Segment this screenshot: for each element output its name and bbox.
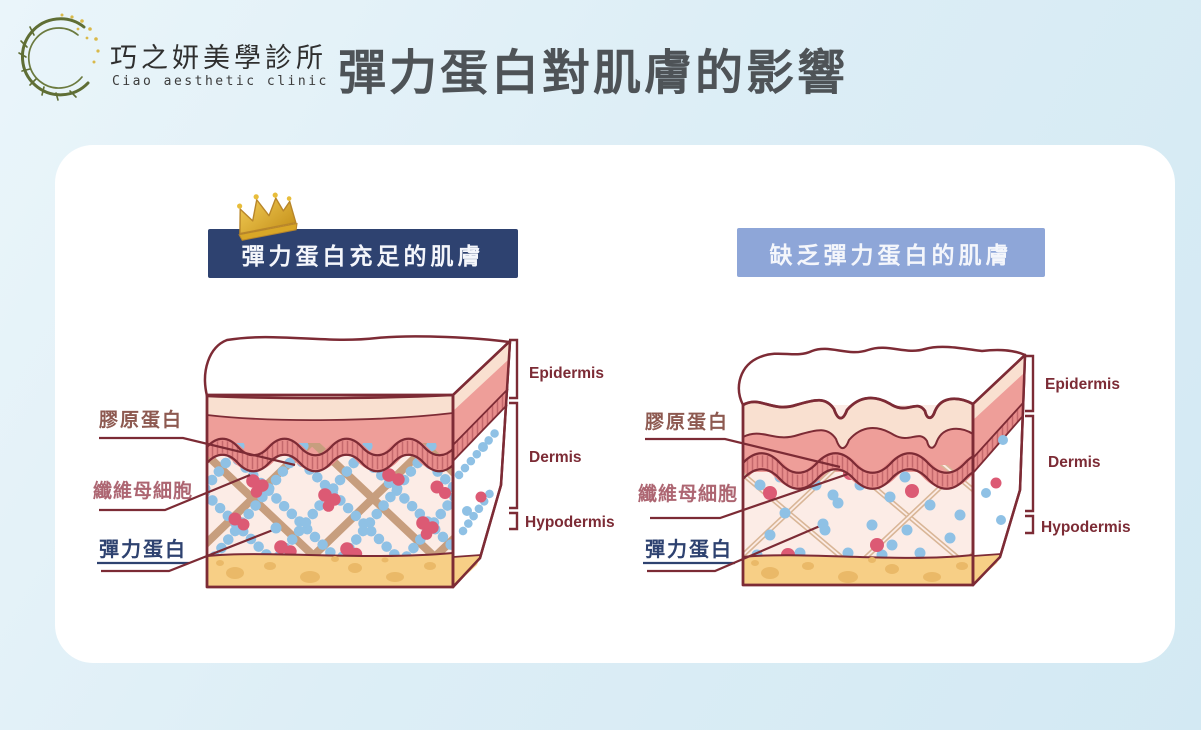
layer-brackets-healthy: Epidermis Dermis Hypodermis [509, 338, 615, 531]
label-hypodermis: Hypodermis [1041, 519, 1131, 536]
label-epidermis: Epidermis [529, 365, 604, 382]
hypodermis-layer-aged [742, 553, 974, 586]
banner-aged-label: 缺乏彈力蛋白的肌膚 [769, 241, 1013, 268]
annotations-aged: 膠原蛋白 纖維母細胞 彈力蛋白 [638, 410, 849, 573]
fibroblast-cells-healthy [228, 468, 451, 557]
label-elastin: 彈力蛋白 [645, 537, 733, 561]
page-title: 彈力蛋白對肌膚的影響 [338, 47, 849, 100]
side-face-aged [971, 353, 1027, 587]
skin-diagram-aged: Epidermis Dermis Hypodermis 膠原蛋白 纖維母細胞 彈… [638, 345, 1131, 587]
label-fibroblast: 纖維母細胞 [638, 482, 738, 505]
annotations-healthy: 膠原蛋白 纖維母細胞 彈力蛋白 [93, 408, 296, 573]
layer-brackets-aged: Epidermis Dermis Hypodermis [1025, 354, 1131, 536]
label-collagen: 膠原蛋白 [645, 410, 729, 433]
label-fibroblast: 纖維母細胞 [93, 479, 193, 502]
label-dermis: Dermis [1048, 454, 1101, 471]
banner-healthy-label: 彈力蛋白充足的肌膚 [241, 242, 485, 269]
crown-icon [237, 192, 298, 241]
skin-diagram-healthy: Epidermis Dermis Hypodermis 膠原蛋白 纖維母細胞 彈… [93, 335, 615, 589]
top-face-healthy [203, 335, 511, 400]
label-epidermis: Epidermis [1045, 376, 1120, 393]
wreath-logo-icon [18, 13, 100, 101]
label-elastin: 彈力蛋白 [99, 537, 187, 561]
hypodermis-layer-healthy [206, 551, 454, 588]
banner-aged-skin: 缺乏彈力蛋白的肌膚 [737, 228, 1045, 277]
clinic-name-zh: 巧之妍美學診所 [110, 43, 327, 73]
clinic-name-en: Ciao aesthetic clinic [112, 74, 329, 89]
label-dermis: Dermis [529, 449, 582, 466]
label-collagen: 膠原蛋白 [99, 408, 183, 431]
label-hypodermis: Hypodermis [525, 514, 615, 531]
side-face-healthy [451, 339, 512, 589]
